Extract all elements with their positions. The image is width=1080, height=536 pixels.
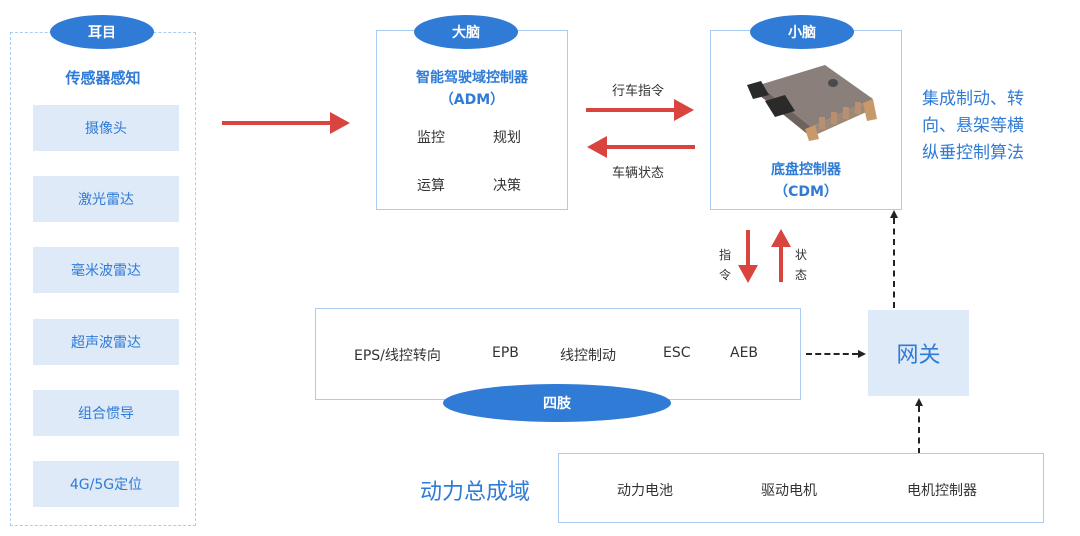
sensor-panel-title: 传感器感知 xyxy=(65,69,141,87)
sensor-to-adm-arrow-head xyxy=(330,112,350,134)
up-status-arrow-shaft xyxy=(779,245,783,282)
vehicle-status-label: 车辆状态 xyxy=(612,166,665,181)
powertrain-box: 动力电池 驱动电机 电机控制器 xyxy=(558,453,1044,523)
limb-item-eps: EPS/线控转向 xyxy=(354,348,441,364)
sensor-item-ultrasonic-radar: 超声波雷达 xyxy=(33,319,179,365)
vehicle-status-arrow-head xyxy=(587,136,607,158)
forward-command-label: 行车指令 xyxy=(612,84,665,99)
adm-function-compute: 运算 xyxy=(417,178,445,194)
sensor-item-lidar: 激光雷达 xyxy=(33,176,179,222)
chassis-controller-image xyxy=(747,65,877,141)
down-command-char: 令 xyxy=(718,268,731,282)
limbs-to-gateway-line xyxy=(806,353,858,355)
sensor-badge: 耳目 xyxy=(50,15,154,49)
sensor-item-ins: 组合惯导 xyxy=(33,390,179,436)
adm-box: 智能驾驶域控制器 （ADM） 监控 规划 运算 决策 xyxy=(376,30,568,210)
cdm-description: 集成制动、转 向、悬架等横 纵垂控制算法 xyxy=(922,86,1024,167)
sensor-to-adm-arrow-shaft xyxy=(222,121,332,125)
powertrain-item-motor-controller: 电机控制器 xyxy=(907,483,977,499)
adm-function-planning: 规划 xyxy=(493,130,521,146)
forward-command-arrow-head xyxy=(674,99,694,121)
cdm-description-line: 纵垂控制算法 xyxy=(922,143,1024,163)
down-command-char: 指 xyxy=(718,248,731,262)
up-status-label: 状 态 xyxy=(794,245,808,285)
powertrain-title: 动力总成域 xyxy=(420,480,531,505)
vehicle-status-arrow-shaft xyxy=(605,145,695,149)
down-command-label: 指 令 xyxy=(718,245,732,285)
forward-command-arrow-shaft xyxy=(586,108,676,112)
gateway-box: 网关 xyxy=(868,310,969,396)
cdm-badge: 小脑 xyxy=(750,15,854,49)
down-command-arrow-head xyxy=(738,265,758,283)
up-status-char: 态 xyxy=(794,268,807,282)
adm-function-decision: 决策 xyxy=(493,178,521,194)
up-status-arrow-head xyxy=(771,229,791,247)
limb-item-epb: EPB xyxy=(492,345,519,361)
limbs-to-gateway-arrow-head xyxy=(858,350,866,358)
powertrain-to-gateway-arrow-head xyxy=(915,398,923,406)
powertrain-to-gateway-line xyxy=(918,406,920,454)
adm-badge: 大脑 xyxy=(414,15,518,49)
sensor-item-mmwave-radar: 毫米波雷达 xyxy=(33,247,179,293)
down-command-arrow-shaft xyxy=(746,230,750,268)
adm-abbrev: （ADM） xyxy=(439,92,505,108)
up-status-char: 状 xyxy=(794,248,807,262)
powertrain-item-battery: 动力电池 xyxy=(617,483,673,499)
powertrain-item-drive-motor: 驱动电机 xyxy=(761,483,817,499)
limbs-badge: 四肢 xyxy=(443,384,671,422)
cdm-box: 底盘控制器 （CDM） xyxy=(710,30,902,210)
gateway-to-cdm-line xyxy=(893,218,895,308)
limb-item-brake-by-wire: 线控制动 xyxy=(560,348,616,364)
cdm-description-line: 向、悬架等横 xyxy=(922,116,1024,136)
sensor-item-camera: 摄像头 xyxy=(33,105,179,151)
cdm-title: 底盘控制器 xyxy=(771,162,841,178)
cdm-description-line: 集成制动、转 xyxy=(922,89,1024,109)
sensor-panel: 传感器感知 摄像头 激光雷达 毫米波雷达 超声波雷达 组合惯导 4G/5G定位 xyxy=(10,32,196,526)
limb-item-aeb: AEB xyxy=(730,345,759,361)
cdm-abbrev: （CDM） xyxy=(774,184,838,200)
adm-title: 智能驾驶域控制器 xyxy=(416,70,528,86)
adm-function-monitor: 监控 xyxy=(417,130,445,146)
gateway-to-cdm-arrow-head xyxy=(890,210,898,218)
sensor-item-4g5g-positioning: 4G/5G定位 xyxy=(33,461,179,507)
limb-item-esc: ESC xyxy=(663,345,691,361)
